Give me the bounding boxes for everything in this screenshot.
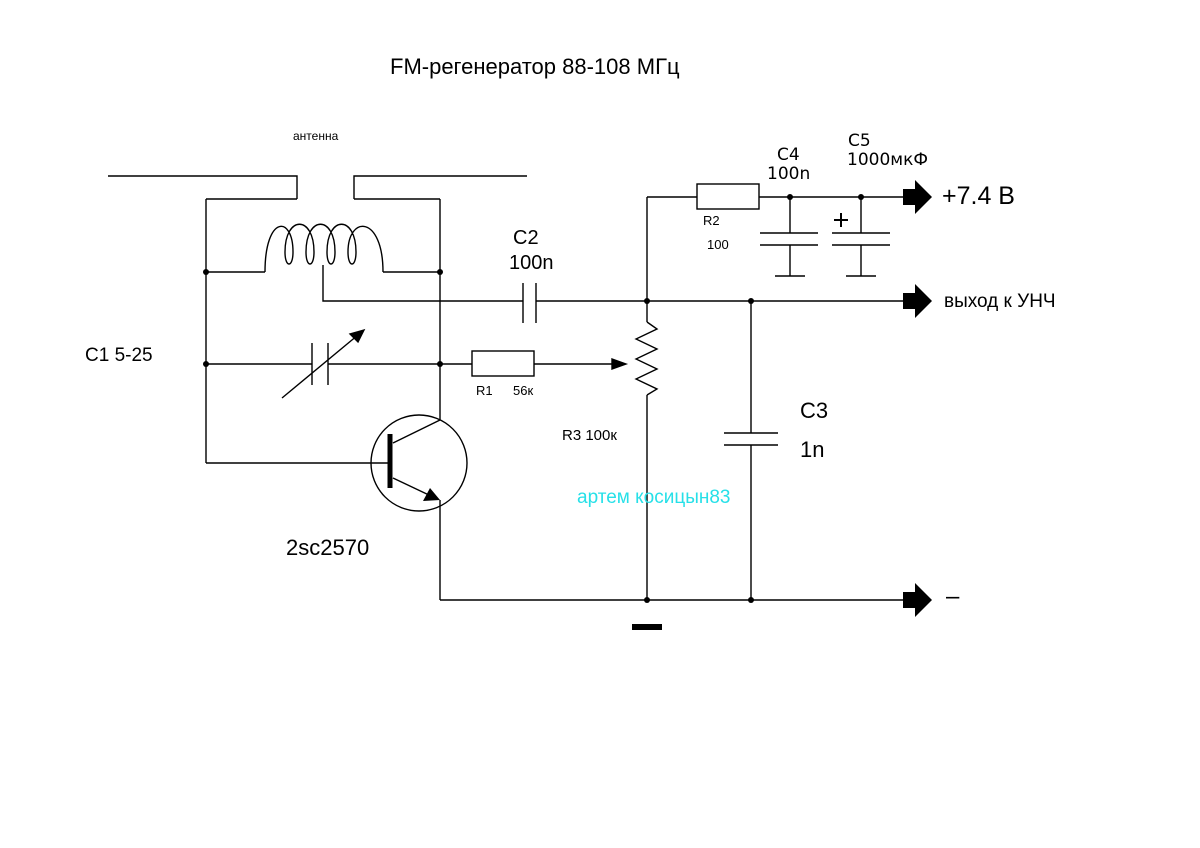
coil-l1 <box>264 223 384 273</box>
capacitor-c4 <box>760 197 818 277</box>
output-label: выход к УНЧ <box>944 291 1056 312</box>
capacitor-c2 <box>522 283 909 323</box>
c3-name-label: С3 <box>800 398 829 423</box>
c5-name-label: С5 <box>848 131 871 151</box>
r1-name-label: R1 <box>476 383 493 398</box>
capacitor-c1-variable <box>281 329 365 399</box>
r3-label: R3 100к <box>562 427 617 444</box>
junction-dot <box>644 298 650 304</box>
transistor-label: 2sc2570 <box>286 535 370 560</box>
transistor-2sc2570 <box>206 414 468 600</box>
resistor-r2 <box>647 183 909 210</box>
ground-symbol <box>632 624 662 630</box>
junction-dot <box>858 194 864 200</box>
junction-dot <box>748 298 754 304</box>
capacitor-c5 <box>832 197 890 277</box>
antenna <box>108 175 527 199</box>
supply-terminal-arrow <box>903 180 932 214</box>
ground-terminal-arrow <box>903 583 932 617</box>
c2-value-label: 100n <box>509 252 554 274</box>
output-terminal-arrow <box>903 284 932 318</box>
c2-name-label: С2 <box>513 227 539 249</box>
c1-label: С1 5-25 <box>85 345 153 366</box>
r3-wiper-arrowhead <box>611 358 629 370</box>
potentiometer-r3 <box>634 197 659 600</box>
emitter-arrowhead <box>423 488 440 501</box>
r1-value-label: 56к <box>513 383 534 398</box>
junction-dot <box>437 361 443 367</box>
junction-dot <box>203 269 209 275</box>
c5-value-label: 1000мкФ <box>847 150 928 170</box>
supply-voltage-label: +7.4 В <box>942 182 1015 210</box>
junction-dot <box>748 597 754 603</box>
diagram-title: FM-регенератор 88-108 МГц <box>390 54 680 79</box>
junction-dot <box>787 194 793 200</box>
resistor-r1 <box>440 350 615 377</box>
c4-value-label: 100n <box>767 164 811 184</box>
r2-value-label: 100 <box>707 237 729 252</box>
coil-tap-wire <box>322 265 523 302</box>
c3-value-label: 1n <box>800 437 825 462</box>
junction-dot <box>644 597 650 603</box>
c4-name-label: С4 <box>777 145 800 165</box>
ground-terminal-label: – <box>946 583 960 610</box>
junction-dot <box>203 361 209 367</box>
junction-dot <box>437 269 443 275</box>
tank-circuit-wires <box>205 198 441 463</box>
capacitor-c3 <box>724 301 778 600</box>
author-watermark: артем косицын83 <box>577 487 731 508</box>
antenna-label: антенна <box>293 129 339 143</box>
r2-name-label: R2 <box>703 213 720 228</box>
c1-adjust-arrowhead <box>348 328 366 344</box>
